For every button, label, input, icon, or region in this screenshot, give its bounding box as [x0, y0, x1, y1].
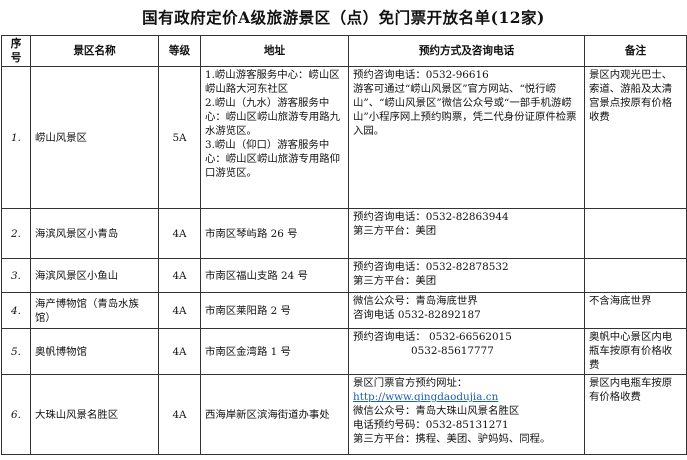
booking-line: 游客可通过“崂山风景区”官方网站、“悦行崂山”、“崂山风景区”微信公众号或“一部…	[353, 83, 577, 137]
row-number: 1.	[1, 66, 31, 209]
scenic-spot-table: 序号 景区名称 等级 地址 预约方式及咨询电话 备注 1. 崂山风景区 5A 1…	[1, 35, 687, 455]
remarks: 景区内电瓶车按原有价格收费	[584, 374, 687, 455]
header-grade: 等级	[158, 35, 201, 67]
spot-name: 崂山风景区	[30, 66, 159, 209]
remarks: 景区内观光巴士、索道、游船及太清宫景点按原有价格收费	[584, 66, 687, 209]
spot-name: 奥帆博物馆	[30, 328, 159, 375]
booking-info: 预约咨询电话：0532-82878532 第三方平台：美团	[348, 258, 585, 293]
table-row: 3. 海滨风景区小鱼山 4A 市南区福山支路 24 号 预约咨询电话：0532-…	[1, 258, 687, 293]
spot-address: 市南区金湾路 1 号	[200, 328, 349, 375]
booking-line: 0532-85617777	[411, 345, 494, 357]
table-row: 2. 海滨风景区小青岛 4A 市南区琴屿路 26 号 预约咨询电话：0532-8…	[1, 208, 687, 259]
booking-line: 预约咨询电话：0532-82878532	[353, 261, 509, 273]
header-row: 序号 景区名称 等级 地址 预约方式及咨询电话 备注	[1, 35, 687, 67]
spot-grade: 4A	[158, 374, 201, 455]
row-number: 4.	[1, 292, 31, 329]
spot-grade: 4A	[158, 208, 201, 259]
booking-info: 预约咨询电话： 0532-66562015 0532-85617777	[348, 328, 585, 375]
booking-info: 景区门票官方预约网址： http://www.qingdaodujia.cn 微…	[348, 374, 585, 455]
remarks	[584, 258, 687, 293]
header-no: 序号	[1, 35, 31, 67]
spot-address: 西海岸新区滨海街道办事处	[200, 374, 349, 455]
row-number: 5.	[1, 328, 31, 375]
spot-name: 海产博物馆（青岛水族馆）	[30, 292, 159, 329]
booking-line: 预约咨询电话：0532-82863944	[353, 211, 509, 223]
remarks: 不含海底世界	[584, 292, 687, 329]
booking-line: 电话预约号码：0532-85131271	[353, 419, 509, 431]
address-line: 3.崂山（仰口）游客服务中心：崂山区崂山旅游专用路仰口游览区。	[205, 139, 341, 179]
page-title: 国有政府定价A级旅游景区（点）免门票开放名单(12家)	[142, 8, 545, 27]
row-number: 2.	[1, 208, 31, 259]
header-address: 地址	[200, 35, 349, 67]
booking-line: 第三方平台：携程、美团、驴妈妈、同程。	[353, 433, 551, 445]
address-line: 1.崂山游客服务中心：崂山区崂山路大河东社区	[205, 69, 340, 95]
spot-address: 市南区莱阳路 2 号	[200, 292, 349, 329]
booking-info: 微信公众号：青岛海底世界 咨询电话 0532-82892187	[348, 292, 585, 329]
row-number: 6.	[1, 374, 31, 455]
remarks: 奥帆中心景区内电瓶车按原有价格收费	[584, 328, 687, 375]
row-number: 3.	[1, 258, 31, 293]
booking-line: 第三方平台：美团	[353, 275, 437, 287]
spot-name: 海滨风景区小鱼山	[30, 258, 159, 293]
address-line: 2.崂山（九水）游客服务中心：崂山区崂山旅游专用路九水游览区。	[205, 97, 341, 137]
spot-address: 市南区琴屿路 26 号	[200, 208, 349, 259]
header-remarks: 备注	[584, 35, 687, 67]
remarks	[584, 208, 687, 259]
booking-line: 咨询电话 0532-82892187	[353, 309, 481, 321]
booking-url-link[interactable]: http://www.qingdaodujia.cn	[353, 391, 499, 403]
booking-line: 预约咨询电话： 0532-66562015	[353, 331, 512, 343]
booking-line: 微信公众号：青岛海底世界	[353, 295, 478, 307]
booking-line: 第三方平台：美团	[353, 225, 437, 237]
table-row: 5. 奥帆博物馆 4A 市南区金湾路 1 号 预约咨询电话： 0532-6656…	[1, 328, 687, 375]
spot-address: 市南区福山支路 24 号	[200, 258, 349, 293]
booking-line: 景区门票官方预约网址：	[353, 377, 468, 389]
spot-grade: 4A	[158, 258, 201, 293]
spot-grade: 4A	[158, 292, 201, 329]
spot-name: 大珠山风景名胜区	[30, 374, 159, 455]
booking-line: 微信公众号：青岛大珠山风景名胜区	[353, 405, 520, 417]
spot-grade: 5A	[158, 66, 201, 209]
spot-name: 海滨风景区小青岛	[30, 208, 159, 259]
table-row: 4. 海产博物馆（青岛水族馆） 4A 市南区莱阳路 2 号 微信公众号：青岛海底…	[1, 292, 687, 329]
header-name: 景区名称	[30, 35, 159, 67]
spot-address: 1.崂山游客服务中心：崂山区崂山路大河东社区 2.崂山（九水）游客服务中心：崂山…	[200, 66, 349, 209]
booking-line: 预约咨询电话：0532-96616	[353, 69, 489, 81]
header-booking: 预约方式及咨询电话	[348, 35, 585, 67]
table-row: 6. 大珠山风景名胜区 4A 西海岸新区滨海街道办事处 景区门票官方预约网址： …	[1, 374, 687, 455]
booking-info: 预约咨询电话：0532-82863944 第三方平台：美团	[348, 208, 585, 259]
spot-grade: 4A	[158, 328, 201, 375]
booking-info: 预约咨询电话：0532-96616 游客可通过“崂山风景区”官方网站、“悦行崂山…	[348, 66, 585, 209]
table-row: 1. 崂山风景区 5A 1.崂山游客服务中心：崂山区崂山路大河东社区 2.崂山（…	[1, 66, 687, 209]
